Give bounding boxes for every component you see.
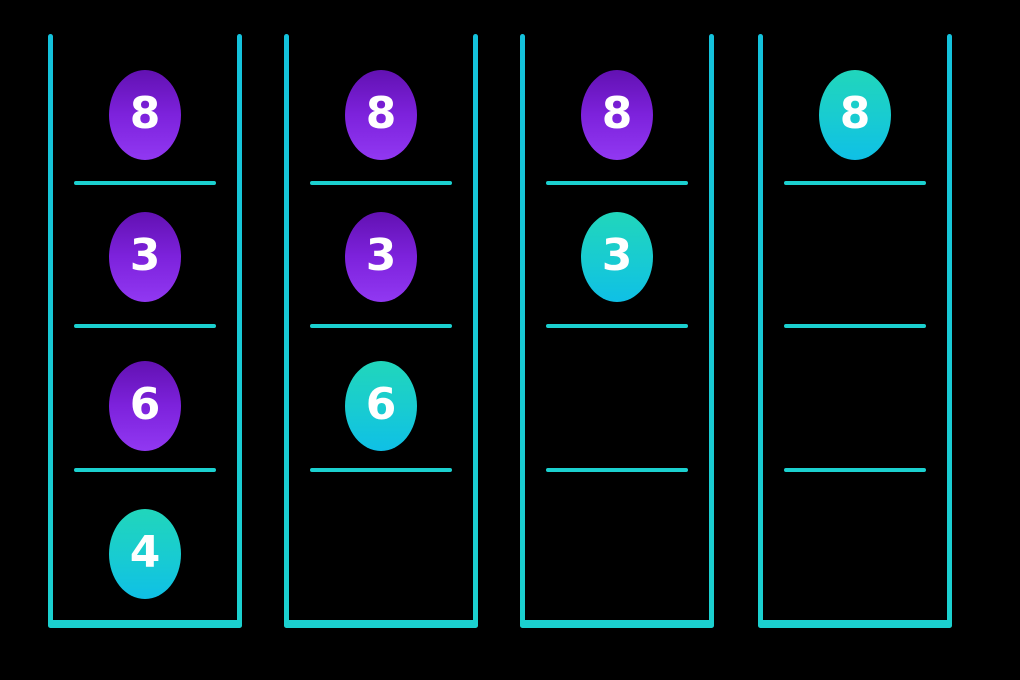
ball[interactable]: 8 (819, 70, 891, 160)
tube-1[interactable]: 8 3 6 4 (48, 34, 242, 628)
ball[interactable]: 3 (581, 212, 653, 302)
slot-divider (310, 324, 452, 328)
ball[interactable]: 4 (109, 509, 181, 599)
ball-label: 4 (129, 527, 161, 578)
tube-left-wall (48, 34, 53, 628)
ball[interactable]: 8 (109, 70, 181, 160)
slot-divider (310, 181, 452, 185)
tube-4[interactable]: 8 (758, 34, 952, 628)
ball[interactable]: 6 (345, 361, 417, 451)
ball-label: 3 (365, 230, 397, 281)
slot-divider (546, 324, 688, 328)
ball-label: 3 (601, 230, 633, 281)
ball-label: 8 (365, 88, 397, 139)
slot-divider (310, 468, 452, 472)
slot-divider (74, 324, 216, 328)
ball-label: 3 (129, 230, 161, 281)
slot-divider (784, 324, 926, 328)
slot-divider (74, 468, 216, 472)
tube-left-wall (758, 34, 763, 628)
tube-right-wall (473, 34, 478, 628)
tube-base (520, 620, 714, 628)
ball-label: 8 (601, 88, 633, 139)
ball[interactable]: 8 (581, 70, 653, 160)
slot-divider (784, 181, 926, 185)
ball[interactable]: 6 (109, 361, 181, 451)
tube-right-wall (237, 34, 242, 628)
tube-base (284, 620, 478, 628)
slot-divider (546, 181, 688, 185)
ball[interactable]: 3 (345, 212, 417, 302)
tube-3[interactable]: 8 3 (520, 34, 714, 628)
tube-right-wall (947, 34, 952, 628)
slot-divider (784, 468, 926, 472)
tube-left-wall (520, 34, 525, 628)
ball-label: 6 (129, 379, 161, 430)
ball[interactable]: 3 (109, 212, 181, 302)
tube-left-wall (284, 34, 289, 628)
tube-2[interactable]: 8 3 6 (284, 34, 478, 628)
tube-base (48, 620, 242, 628)
tube-base (758, 620, 952, 628)
ball[interactable]: 8 (345, 70, 417, 160)
ball-label: 8 (839, 88, 871, 139)
ball-label: 8 (129, 88, 161, 139)
tube-right-wall (709, 34, 714, 628)
slot-divider (546, 468, 688, 472)
slot-divider (74, 181, 216, 185)
ball-label: 6 (365, 379, 397, 430)
